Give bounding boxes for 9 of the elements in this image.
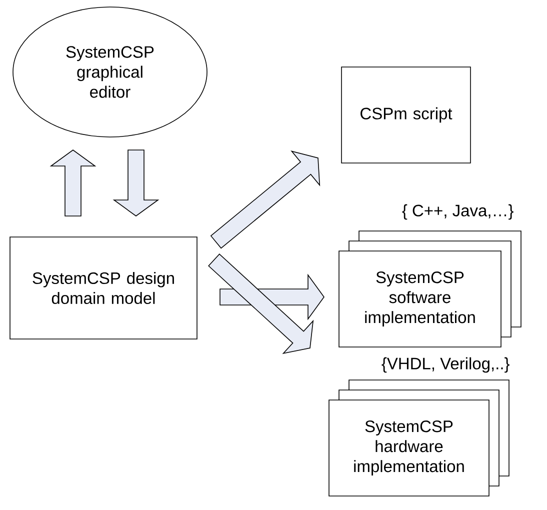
process-box: SystemCSP design domain model	[10, 236, 198, 340]
process-box: CSPm script	[341, 66, 471, 164]
stacked-box: SystemCSP hardware implementation	[328, 380, 510, 496]
annotation-text: { C++, Java,…}	[402, 204, 514, 220]
block-arrow	[112, 150, 160, 216]
block-arrow	[208, 254, 314, 354]
annotation-text: {VHDL, Verilog,..}	[382, 357, 510, 373]
stacked-box: SystemCSP software implementation	[338, 230, 522, 348]
block-arrow	[50, 150, 96, 216]
